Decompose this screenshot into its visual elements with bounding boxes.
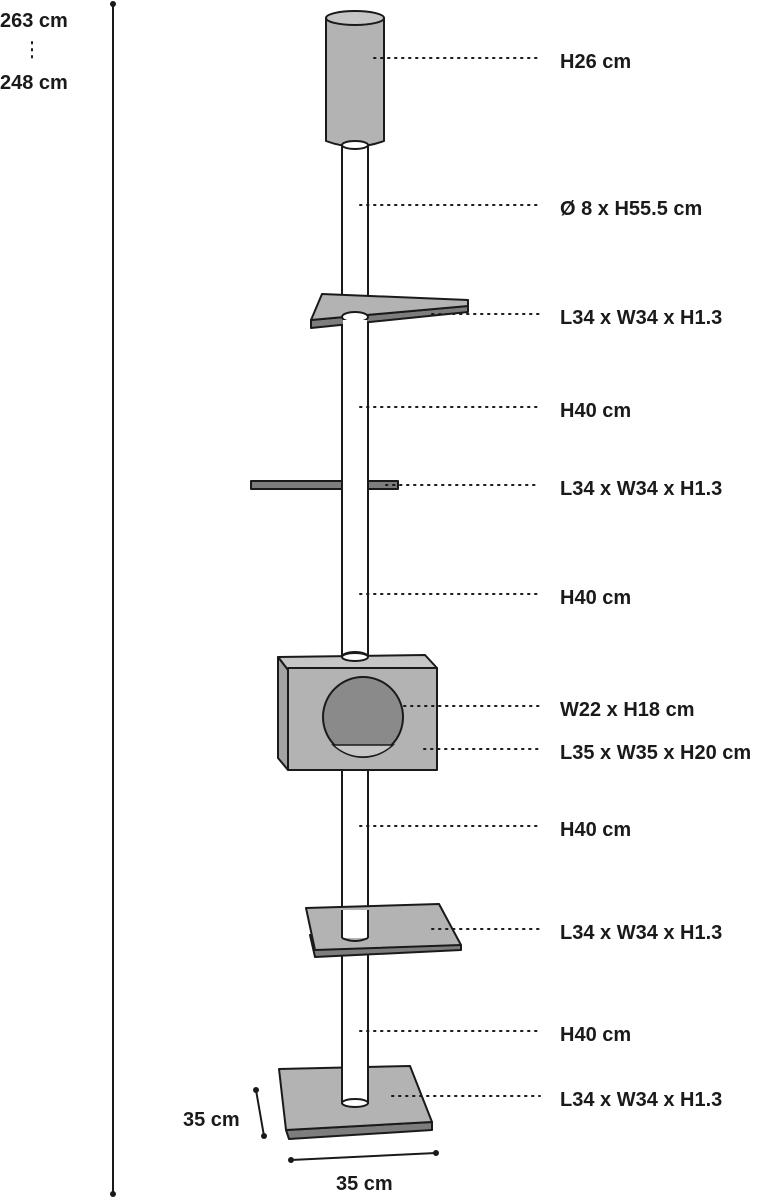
- cave: [277, 652, 438, 771]
- label-base: L34 x W34 x H1.3: [560, 1089, 722, 1111]
- label-post-3: H40 cm: [560, 819, 631, 841]
- label-platform-2: L34 x W34 x H1.3: [560, 478, 722, 500]
- label-post-2: H40 cm: [560, 587, 631, 609]
- base-width-label: 35 cm: [336, 1173, 393, 1195]
- platform-2: [250, 478, 399, 492]
- height-dimension: 263 cm 248 cm: [0, 1, 116, 1197]
- platform-1: [310, 293, 469, 330]
- height-min-label: 248 cm: [0, 72, 68, 94]
- label-post-1: H40 cm: [560, 400, 631, 422]
- base-dimensions: 35 cm 35 cm: [183, 1087, 439, 1195]
- label-cave: L35 x W35 x H20 cm: [560, 742, 751, 764]
- post-bottom: [341, 945, 369, 1104]
- posts: [341, 144, 369, 1108]
- height-max-label: 263 cm: [0, 10, 68, 32]
- annotation-labels: H26 cm Ø 8 x H55.5 cm L34 x W34 x H1.3 H…: [560, 51, 751, 1111]
- label-platform-3: L34 x W34 x H1.3: [560, 922, 722, 944]
- leader-lines: [359, 57, 541, 1097]
- post-upper: [341, 144, 369, 306]
- top-cylinder: [325, 10, 385, 150]
- label-cave-opening: W22 x H18 cm: [560, 699, 695, 721]
- label-post-4: H40 cm: [560, 1024, 631, 1046]
- post-lower: [341, 769, 369, 919]
- base-depth-label: 35 cm: [183, 1109, 240, 1131]
- platform-3: [305, 903, 462, 958]
- label-top-cylinder: H26 cm: [560, 51, 631, 73]
- label-upper-post: Ø 8 x H55.5 cm: [560, 198, 702, 220]
- label-platform-1: L34 x W34 x H1.3: [560, 307, 722, 329]
